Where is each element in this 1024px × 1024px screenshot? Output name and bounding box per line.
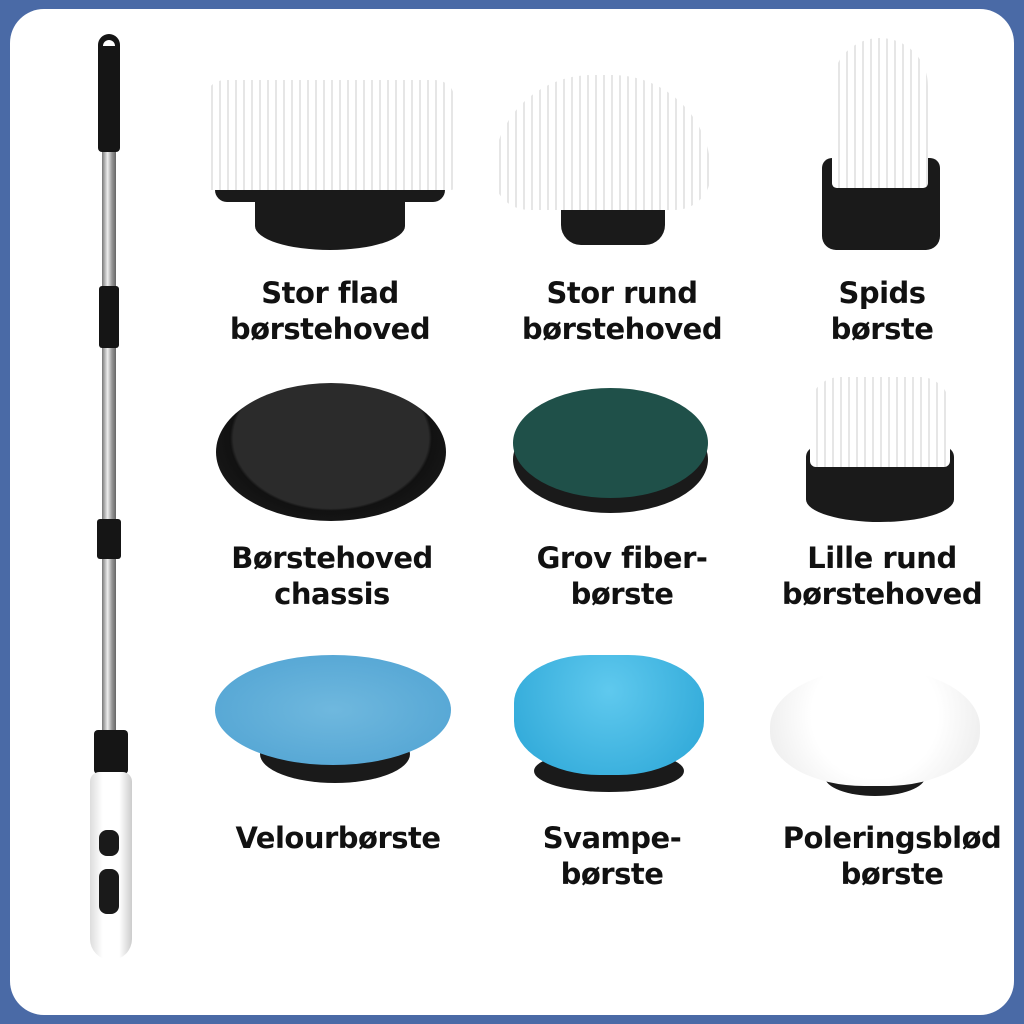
power-button <box>99 830 119 856</box>
handle <box>90 772 132 960</box>
sponge-pad-image <box>514 655 704 795</box>
handle-collar <box>94 730 128 774</box>
coarse-fiber-pad-image <box>513 388 708 513</box>
hang-loop <box>98 34 120 152</box>
polishing-pad-image <box>770 668 980 798</box>
pole-clamp <box>97 519 121 559</box>
extension-pole <box>90 34 132 964</box>
large-flat-brush-image <box>205 80 455 255</box>
small-round-brush-image <box>806 377 954 522</box>
pole-clamp <box>99 286 119 348</box>
pointed-brush-image <box>822 38 940 250</box>
velour-pad-image <box>215 655 451 785</box>
item-label: Svampe-børste <box>542 821 682 891</box>
pole-shaft <box>102 152 116 772</box>
large-round-brush-image <box>493 75 711 247</box>
item-label: Grov fiber-børste <box>536 541 708 611</box>
speed-switch <box>99 869 119 914</box>
item-label: Velourbørste <box>235 821 441 855</box>
brush-chassis-image <box>216 383 446 523</box>
